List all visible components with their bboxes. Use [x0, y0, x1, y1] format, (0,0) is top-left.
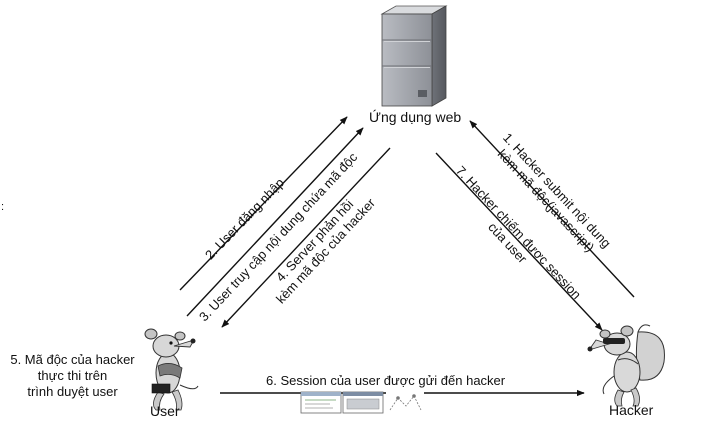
edge-mark: : [1, 201, 5, 213]
step5-line1: 5. Mã độc của hacker [10, 352, 135, 367]
session-thumbnails [300, 391, 424, 414]
arrow-user-access [186, 127, 364, 317]
user-label: User [150, 403, 180, 419]
step5-line2: thực thi trên [37, 368, 108, 383]
hacker-label: Hacker [609, 402, 654, 418]
hacker-mouse-icon [587, 324, 665, 407]
network-thumbnail [386, 392, 424, 413]
server-label: Ứng dụng web [369, 109, 462, 125]
arrow-hacker-submit [469, 120, 635, 298]
arrow-user-login [179, 116, 348, 291]
browser-thumbnail-1 [300, 391, 342, 414]
browser-thumbnail-2 [342, 391, 384, 414]
step5-label: 5. Mã độc của hacker thực thi trên trình… [0, 352, 145, 400]
user-mouse-icon [144, 328, 199, 411]
step5-line3: trình duyệt user [27, 384, 118, 399]
arrow-hacker-hijack [435, 152, 603, 331]
server-icon [380, 5, 448, 107]
arrows [179, 116, 635, 397]
arrow-server-response [221, 147, 391, 328]
step6-label: 6. Session của user được gửi đến hacker [266, 373, 506, 388]
